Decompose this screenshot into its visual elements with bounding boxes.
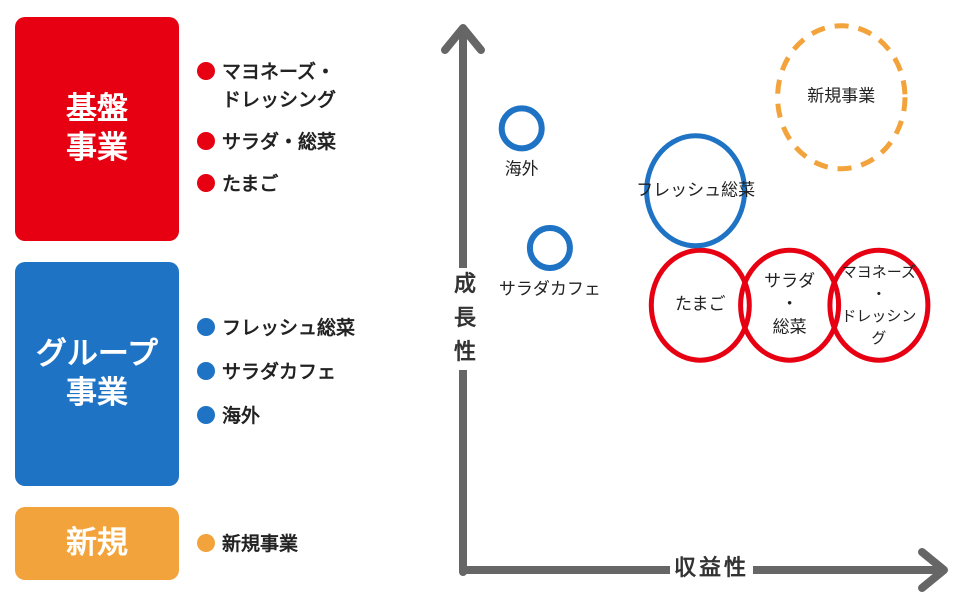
bubble-0-1 (738, 247, 842, 363)
legend-item: 新規事業 (197, 530, 298, 558)
bullet-dot-icon (197, 62, 215, 80)
category-title: 基盤 事業 (66, 91, 128, 166)
bubble-0-0 (648, 247, 752, 363)
bubble-label: フレッシュ総菜 (636, 180, 756, 201)
bubble-label: サラダカフェ (498, 279, 601, 300)
legend-item: たまご (197, 170, 336, 198)
bullet-dot-icon (197, 132, 215, 150)
legend-item: マヨネーズ・ ドレッシング (197, 58, 336, 114)
legend-item-label: たまご (222, 173, 279, 195)
legend-item-label: マヨネーズ・ ドレッシング (222, 61, 337, 111)
bubble-label: 新規事業 (807, 86, 876, 107)
category-block-group: グループ 事業 (15, 262, 179, 486)
category-block-new: 新規 (15, 507, 179, 580)
legend-item-label: フレッシュ総菜 (222, 317, 356, 339)
category-item-list-new: 新規事業 (197, 530, 298, 558)
bullet-dot-icon (197, 406, 215, 424)
bubble-0-2 (827, 247, 931, 363)
bullet-dot-icon (197, 362, 215, 380)
bubble-label: 海外 (504, 159, 539, 180)
bubble-label: サラダ ・ 総菜 (764, 271, 816, 338)
bubble-1-1 (526, 225, 573, 271)
bullet-dot-icon (197, 318, 215, 336)
category-title: 新規 (66, 525, 128, 561)
legend-item: フレッシュ総菜 (197, 314, 355, 342)
x-axis-label: 収益性 (670, 553, 754, 585)
legend-item-label: 海外 (222, 405, 261, 427)
category-title: グループ 事業 (35, 336, 159, 411)
bubble-1-2 (498, 105, 545, 152)
legend-item-label: サラダ・総菜 (222, 131, 337, 153)
x-axis-arrowhead (918, 548, 948, 592)
bullet-dot-icon (197, 174, 215, 192)
y-axis-arrowhead (441, 24, 485, 54)
bubble-1-0 (644, 133, 748, 249)
category-item-list-group: フレッシュ総菜サラダカフェ海外 (197, 314, 355, 446)
bullet-dot-icon (197, 534, 215, 552)
bubble-label: マヨネーズ ・ ドレッシング (841, 263, 917, 348)
category-block-core: 基盤 事業 (15, 17, 179, 241)
legend-item: サラダカフェ (197, 358, 355, 386)
legend-item-label: 新規事業 (222, 533, 299, 555)
legend-item-label: サラダカフェ (222, 361, 337, 383)
legend-item: 海外 (197, 402, 355, 430)
category-item-list-core: マヨネーズ・ ドレッシングサラダ・総菜たまご (197, 58, 336, 212)
y-axis-label: 成 長 性 (452, 268, 478, 370)
bubble-group (498, 23, 931, 363)
bubble-label: たまご (675, 294, 726, 315)
legend-item: サラダ・総菜 (197, 128, 336, 156)
bubble-2-0 (775, 23, 908, 172)
